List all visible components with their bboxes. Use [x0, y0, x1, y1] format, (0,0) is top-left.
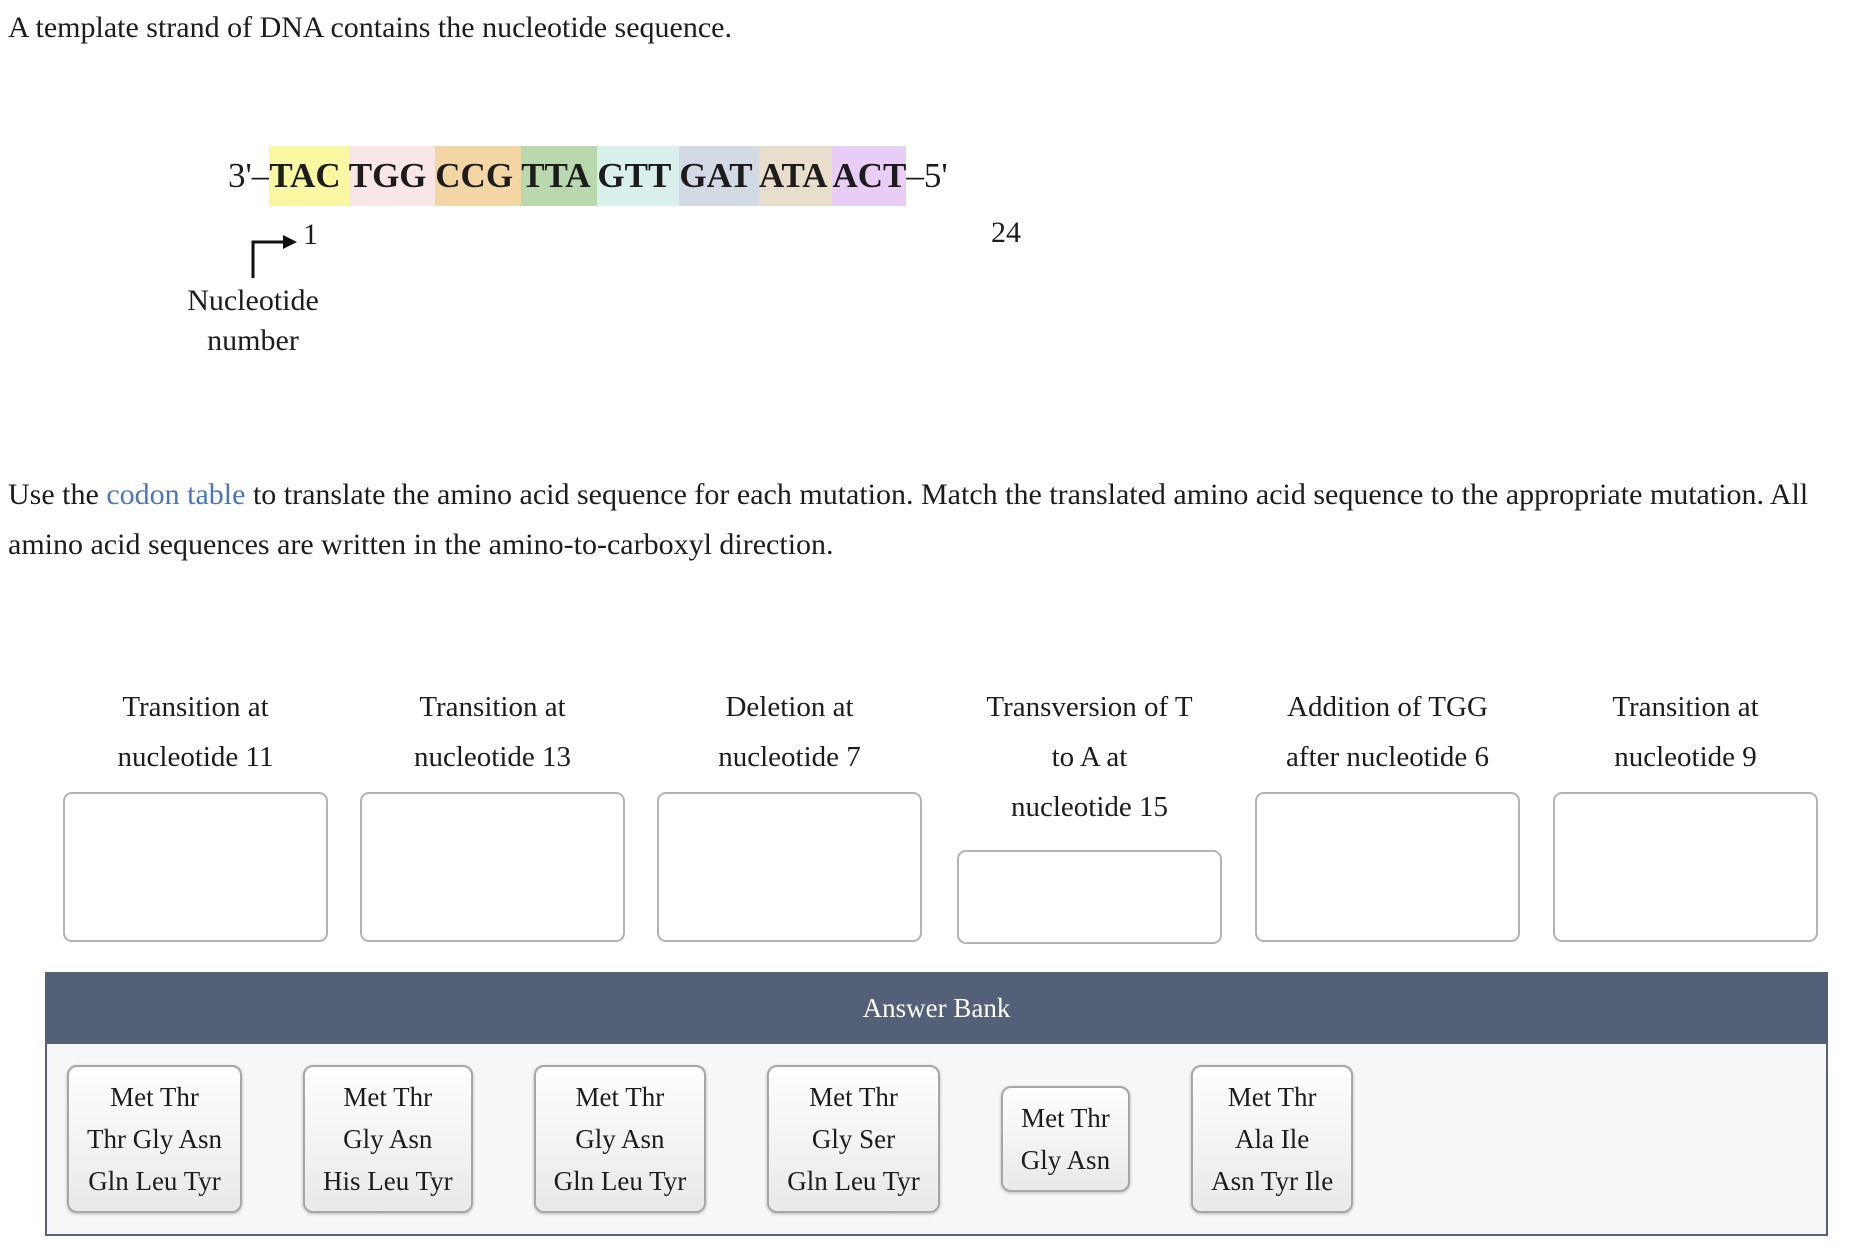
drop-target-addition-tgg-nucleotide-6[interactable] — [1255, 792, 1520, 942]
sequence-prefix: 3'– — [228, 156, 270, 195]
answer-option-5[interactable]: Met Thr Gly Asn — [1000, 1086, 1131, 1192]
sequence-suffix: –5' — [906, 156, 948, 195]
nucleotide-number-start: 1 — [303, 218, 318, 251]
nucleotide-number-end: 24 — [991, 216, 1021, 249]
codon-8: ACT — [832, 146, 907, 206]
instructions-post: to translate the amino acid sequence for… — [8, 478, 1809, 561]
dna-sequence: 3'–TAC TGG CCG TTA GTT GAT ATA ACT–5' — [228, 146, 948, 206]
codon-table-link[interactable]: codon table — [106, 478, 246, 511]
instructions-text: Use the codon table to translate the ami… — [8, 470, 1823, 570]
target-label-transition-9: Transition at nucleotide 9 — [1612, 691, 1759, 773]
nucleotide-number-caption: Nucleotide number — [187, 284, 319, 357]
answer-option-6[interactable]: Met Thr Ala Ile Asn Tyr Ile — [1191, 1065, 1354, 1213]
answer-option-4[interactable]: Met Thr Gly Ser Gln Leu Tyr — [767, 1065, 940, 1213]
drop-target-transition-nucleotide-9[interactable] — [1553, 792, 1818, 942]
problem-statement: A template strand of DNA contains the nu… — [8, 11, 732, 44]
target-label-transition-13: Transition at nucleotide 13 — [413, 691, 572, 773]
answer-option-3[interactable]: Met Thr Gly Asn Gln Leu Tyr — [533, 1065, 707, 1213]
answer-bank: Answer Bank Met Thr Thr Gly Asn Gln Leu … — [45, 972, 1828, 1236]
codon-4: TTA — [521, 146, 598, 206]
answer-bank-header: Answer Bank — [45, 972, 1828, 1044]
codon-6: GAT — [679, 146, 759, 206]
instructions-pre: Use the — [8, 478, 107, 511]
drop-target-deletion-nucleotide-7[interactable] — [657, 792, 922, 942]
target-label-addition-tgg-6: Addition of TGG after nucleotide 6 — [1286, 691, 1489, 773]
target-label-transversion-15: Transversion of T to A at nucleotide 15 — [986, 691, 1193, 823]
codon-3: CCG — [435, 146, 522, 206]
answer-option-1[interactable]: Met Thr Thr Gly Asn Gln Leu Tyr — [67, 1065, 242, 1213]
answer-option-2[interactable]: Met Thr Gly Asn His Leu Tyr — [303, 1065, 473, 1213]
target-label-transition-11: Transition at nucleotide 11 — [117, 691, 274, 773]
drop-target-transition-nucleotide-13[interactable] — [360, 792, 625, 942]
drop-target-transversion-nucleotide-15[interactable] — [957, 850, 1222, 944]
drop-target-transition-nucleotide-11[interactable] — [63, 792, 328, 942]
target-label-deletion-7: Deletion at nucleotide 7 — [718, 691, 861, 773]
elbow-arrow-icon — [251, 235, 297, 278]
codon-7: ATA — [758, 146, 833, 206]
codon-1: TAC — [269, 146, 349, 206]
answer-bank-body: Met Thr Thr Gly Asn Gln Leu Tyr Met Thr … — [45, 1044, 1828, 1236]
codon-2: TGG — [348, 146, 436, 206]
codon-5: GTT — [597, 146, 680, 206]
